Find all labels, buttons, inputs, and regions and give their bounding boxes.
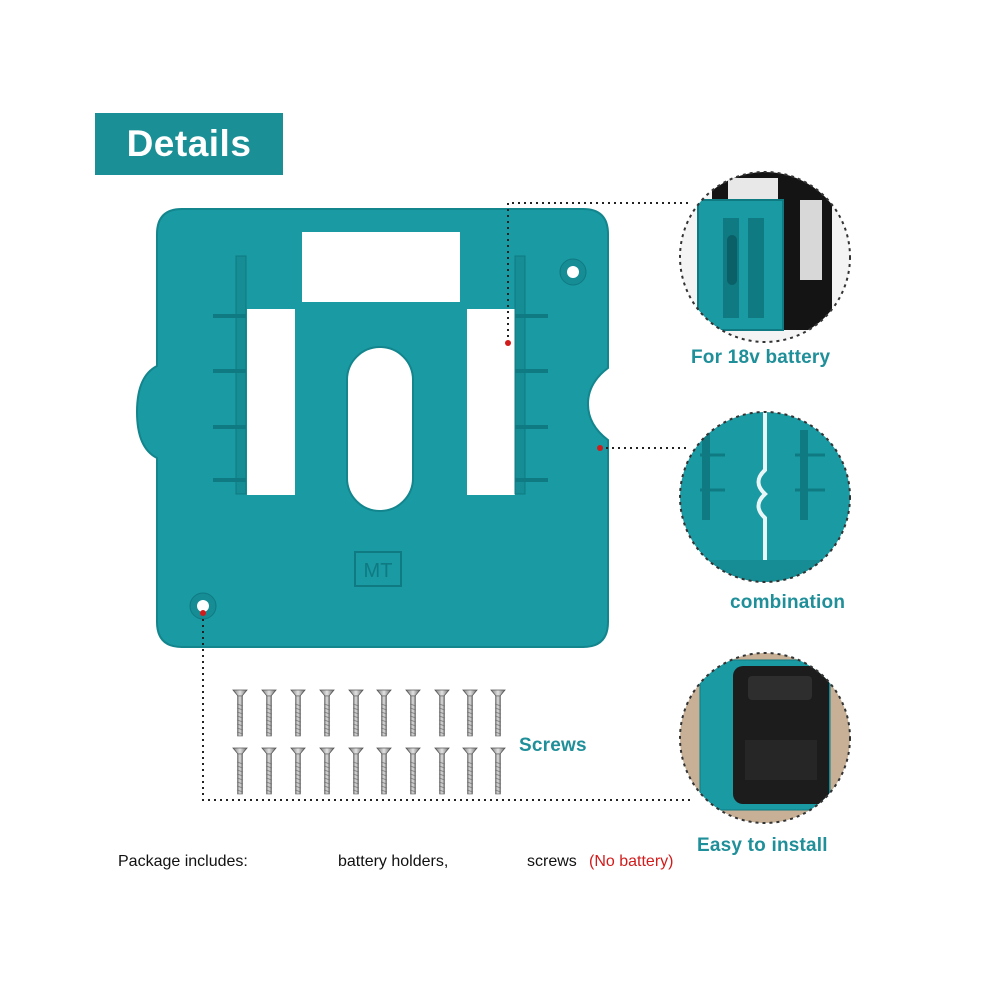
package-item-screws: screws xyxy=(527,853,577,870)
callout-combination: combination xyxy=(730,592,846,613)
screw xyxy=(319,689,335,737)
package-label: Package includes: xyxy=(118,853,248,870)
battery-holder-plate: MT xyxy=(135,208,609,648)
screw xyxy=(376,689,392,737)
package-item-holders: battery holders, xyxy=(338,853,449,870)
callout-install: Easy to install xyxy=(697,835,828,856)
screw xyxy=(405,747,421,795)
screw xyxy=(490,747,506,795)
detail-circle-combination xyxy=(679,411,851,583)
screw xyxy=(232,689,248,737)
screw xyxy=(462,689,478,737)
screw xyxy=(348,747,364,795)
screws-group xyxy=(232,689,506,795)
detail-circle-battery xyxy=(679,171,851,343)
screw xyxy=(376,747,392,795)
page-title: Details xyxy=(95,113,283,175)
screw xyxy=(261,747,277,795)
screw xyxy=(462,747,478,795)
callout-battery: For 18v battery xyxy=(691,347,831,368)
screw xyxy=(290,689,306,737)
callout-leaders xyxy=(202,202,690,801)
detail-circle-install xyxy=(679,652,851,824)
brand-logo: MT xyxy=(364,560,393,582)
screw xyxy=(434,747,450,795)
screw xyxy=(348,689,364,737)
callout-screws: Screws xyxy=(519,735,587,756)
screw xyxy=(261,689,277,737)
screw xyxy=(319,747,335,795)
screw xyxy=(434,689,450,737)
screw xyxy=(490,689,506,737)
screw xyxy=(290,747,306,795)
no-battery-note: (No battery) xyxy=(589,853,674,870)
screw xyxy=(405,689,421,737)
screw xyxy=(232,747,248,795)
